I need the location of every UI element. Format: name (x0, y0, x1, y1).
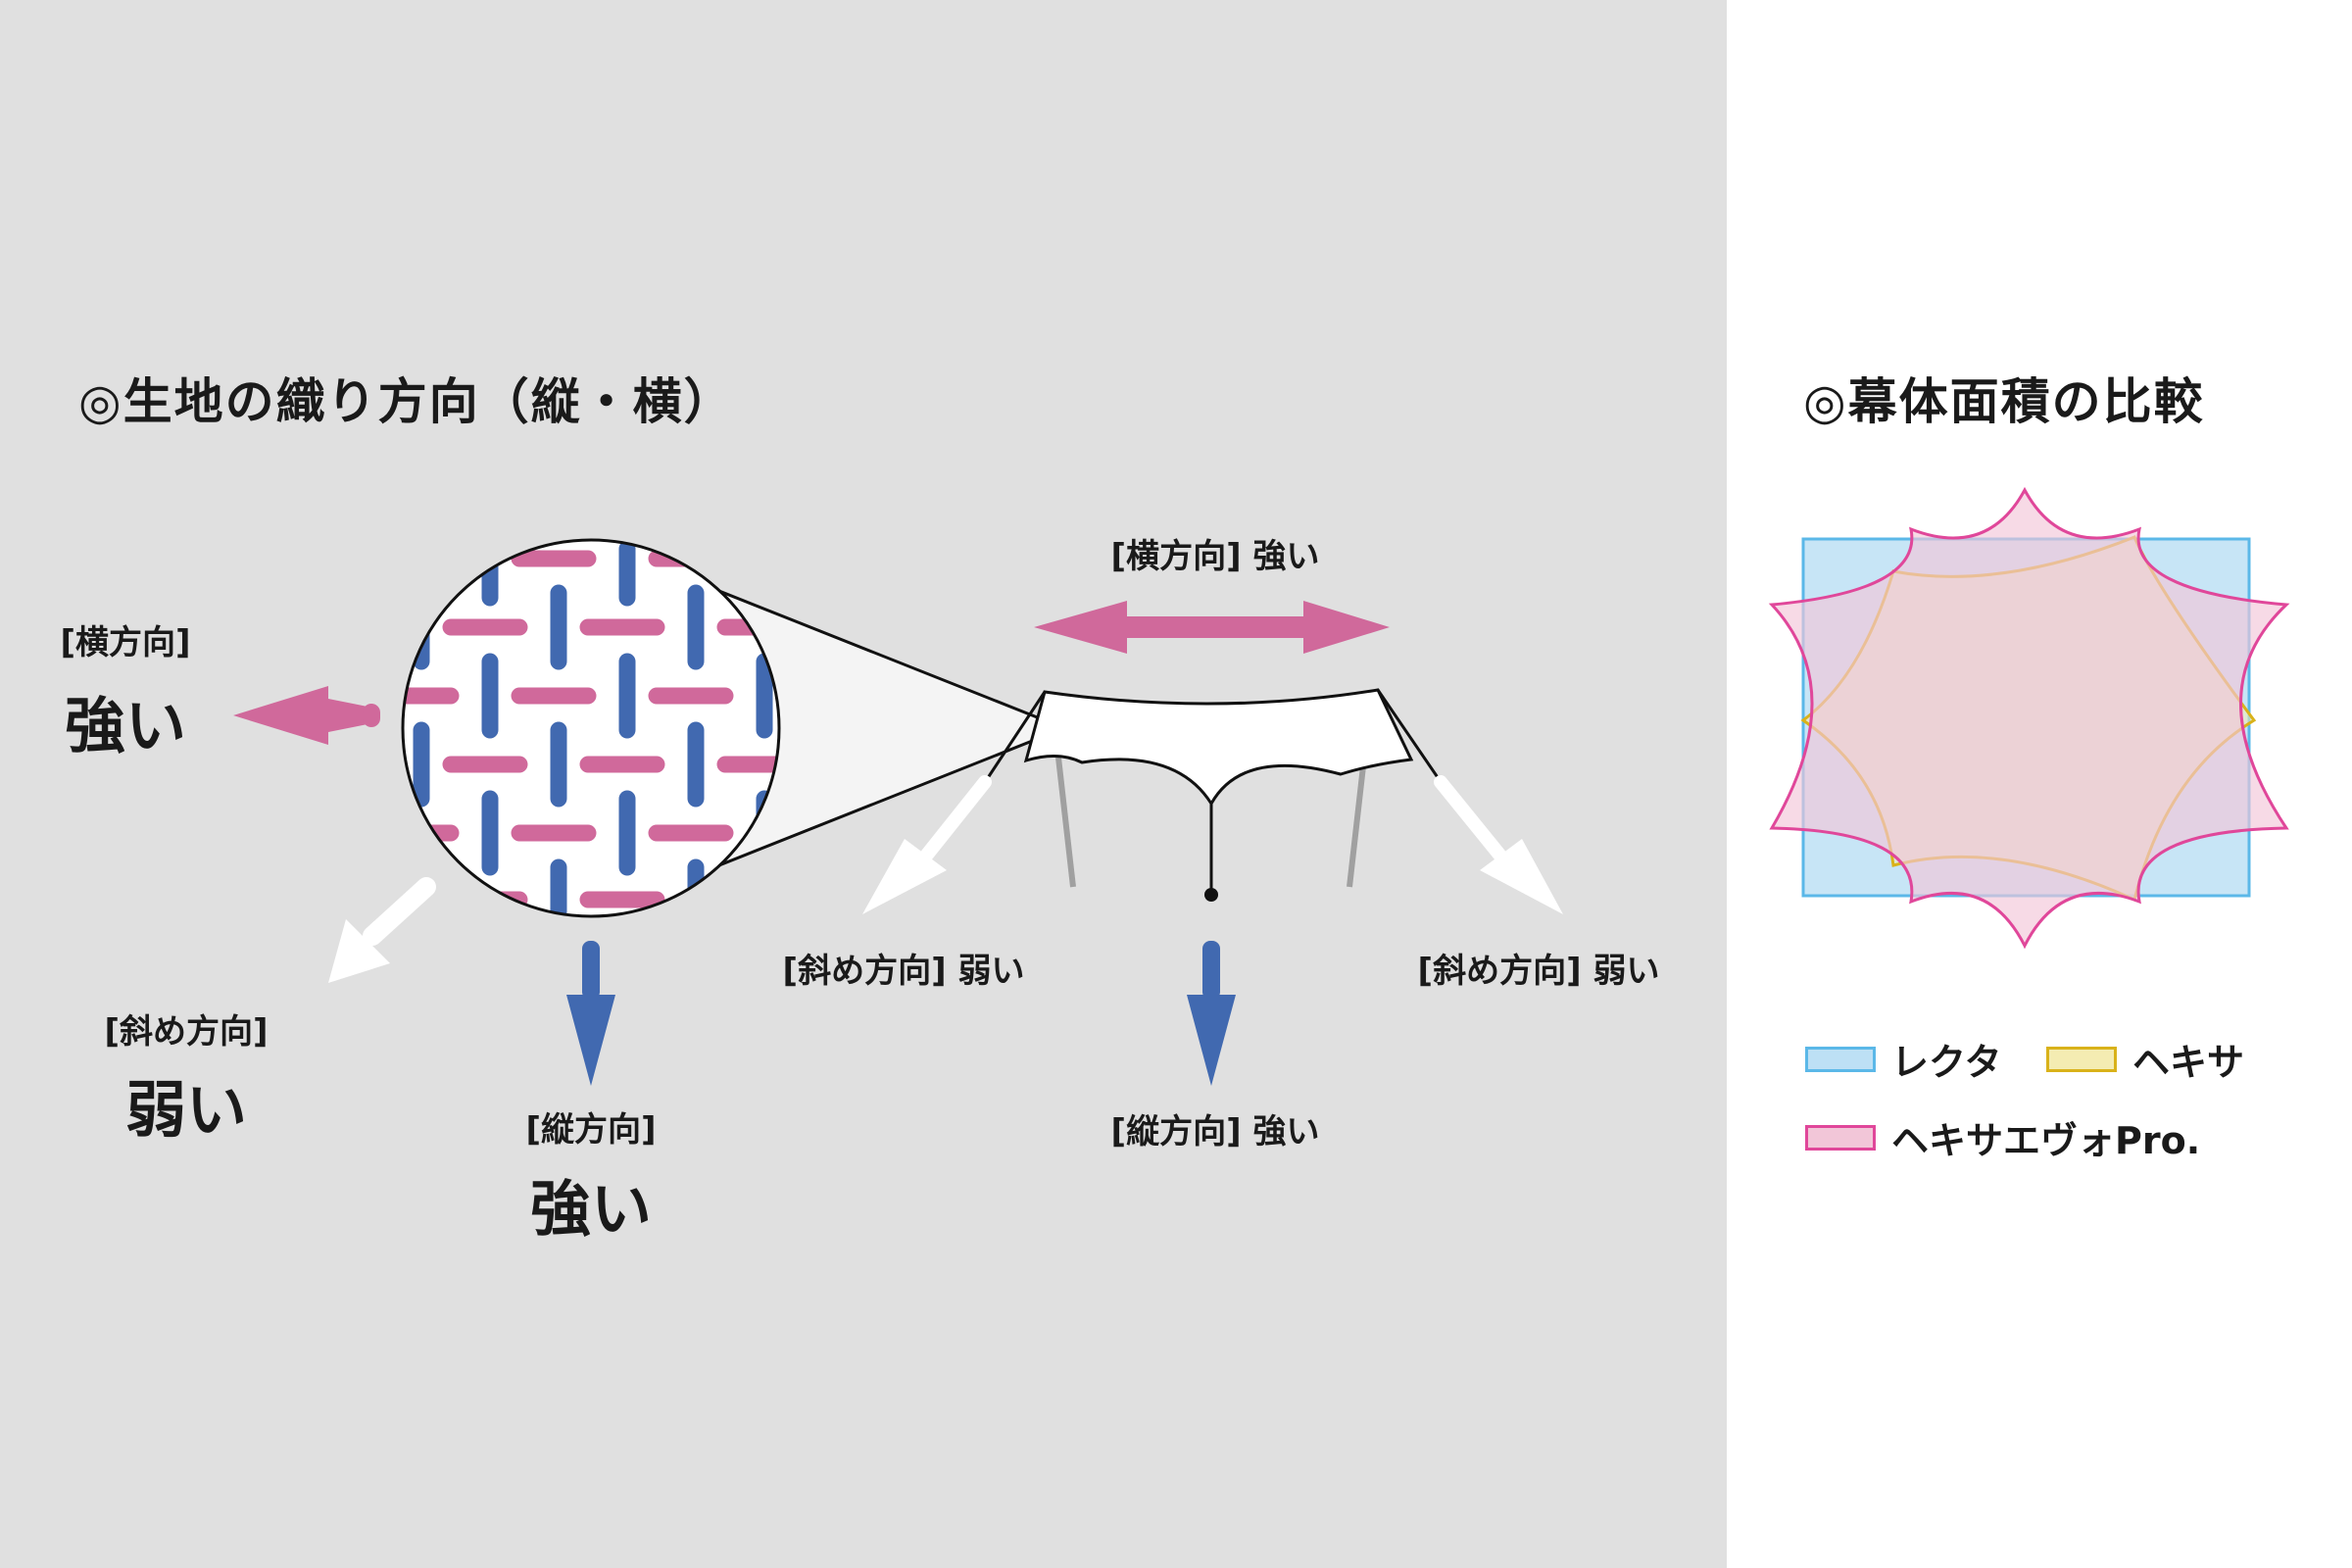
tarp-pole-left (1055, 757, 1076, 888)
tarp-vertical-arrow (1187, 941, 1236, 1086)
legend-item-hexa-evo-pro: ヘキサエヴォPro. (1805, 1110, 2200, 1164)
tarp-diagonal-right-label: [斜め方向] 弱い (1417, 952, 1660, 991)
legend-swatch-hexa-evo-pro (1805, 1124, 1876, 1151)
closeup-diagonal-arrow (328, 877, 436, 983)
closeup-vertical-arrow (566, 941, 615, 1086)
tarp-horizontal-label: [横方向] 強い (1110, 537, 1320, 576)
tarp-diagonal-arrow-left (862, 775, 992, 914)
closeup-diagonal-strength: 弱い (124, 1074, 248, 1146)
shape-hexa-evo-pro (1768, 486, 2290, 950)
legend-item-recta: レクタ (1805, 1032, 2001, 1086)
legend-label-recta: レクタ (1891, 1041, 2002, 1084)
legend-label-hexa: ヘキサ (2132, 1041, 2245, 1084)
area-comparison-title: ◎幕体面積の比較 (1803, 373, 2205, 430)
tarp-illustration (964, 688, 1462, 902)
tarp-vertical-label: [縦方向] 強い (1110, 1112, 1320, 1152)
closeup-vertical-bracket: [縦方向] (525, 1110, 657, 1150)
tarp-horizontal-arrow (1034, 601, 1390, 654)
tarp-canvas (1023, 688, 1414, 807)
closeup-horizontal-arrow (233, 686, 377, 745)
tarp-center-peg (1204, 888, 1218, 902)
weave-circle-border (401, 538, 781, 918)
legend-swatch-recta (1805, 1046, 1876, 1072)
closeup-horizontal-strength: 強い (64, 690, 187, 761)
area-comparison-chart (1768, 486, 2290, 950)
closeup-diagonal-bracket: [斜め方向] (104, 1012, 269, 1052)
closeup-vertical-strength: 強い (529, 1173, 653, 1245)
tarp-pole-right (1347, 757, 1367, 888)
legend-label-hexa-evo-pro: ヘキサエヴォPro. (1891, 1119, 2201, 1162)
legend-swatch-hexa (2046, 1046, 2117, 1072)
closeup-horizontal-arrow-tail (363, 704, 380, 727)
tarp-diagonal-left-label: [斜め方向] 弱い (782, 952, 1025, 991)
closeup-horizontal-bracket: [横方向] (60, 623, 191, 662)
fabric-direction-title: ◎生地の織り方向（縦・横） (78, 373, 735, 430)
legend-item-hexa: ヘキサ (2046, 1032, 2244, 1086)
tarp-diagonal-arrow-right (1434, 775, 1563, 914)
